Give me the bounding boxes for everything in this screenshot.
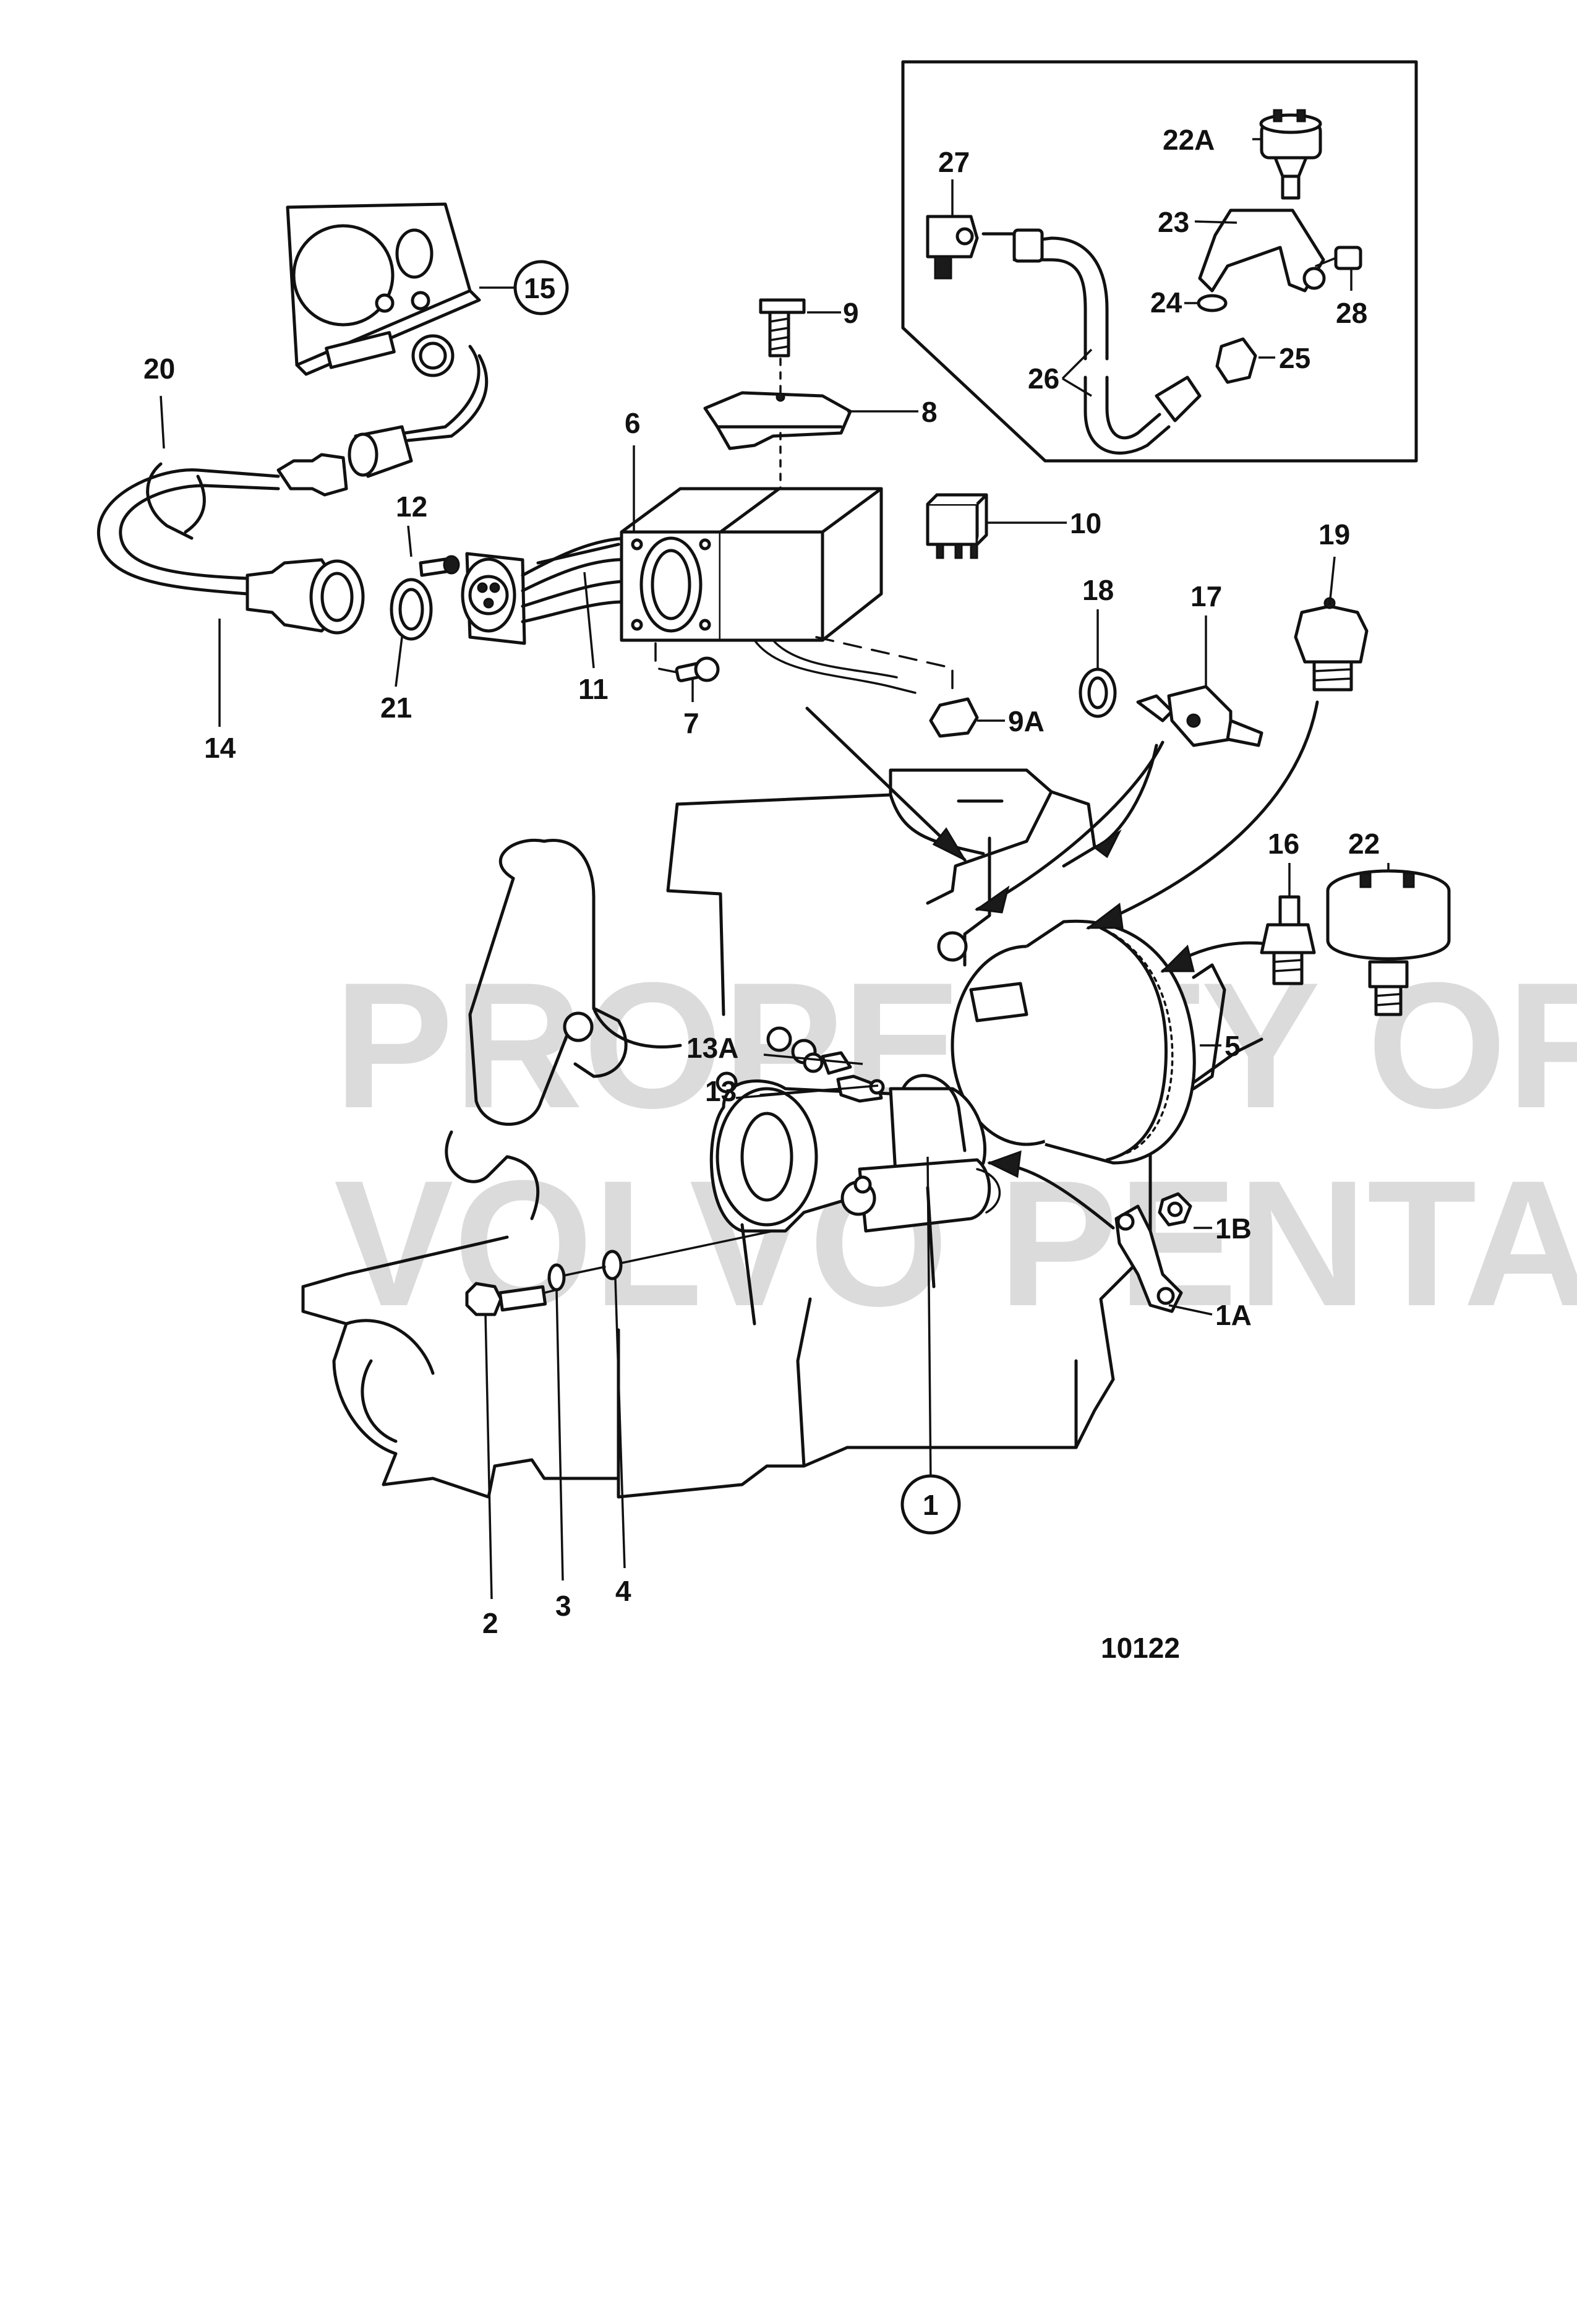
leader-lines bbox=[160, 138, 1390, 1600]
label-22: 22 bbox=[1348, 828, 1380, 860]
label-1a: 1A bbox=[1215, 1299, 1252, 1331]
label-14: 14 bbox=[204, 732, 236, 764]
screw-9 bbox=[759, 298, 806, 490]
label-6: 6 bbox=[625, 407, 641, 439]
part-labels: 20 15 9 8 6 12 10 19 18 17 14 21 11 7 9A… bbox=[143, 124, 1380, 1639]
label-9a: 9A bbox=[1008, 705, 1045, 737]
cable-1a-1b bbox=[1114, 1192, 1192, 1313]
callout-circle-1 bbox=[900, 1474, 961, 1535]
washer-24 bbox=[1197, 294, 1228, 312]
adapter-27 bbox=[926, 215, 979, 280]
label-9: 9 bbox=[843, 297, 859, 329]
label-5: 5 bbox=[1224, 1030, 1241, 1062]
alternator-5 bbox=[937, 919, 1226, 1165]
label-13: 13 bbox=[705, 1075, 737, 1107]
label-1: 1 bbox=[923, 1489, 939, 1521]
label-11: 11 bbox=[578, 673, 609, 705]
label-8: 8 bbox=[921, 396, 938, 428]
label-15: 15 bbox=[524, 272, 555, 304]
sender-19 bbox=[1294, 597, 1369, 692]
bolt-2 bbox=[465, 1282, 547, 1316]
label-10: 10 bbox=[1070, 507, 1101, 539]
label-23: 23 bbox=[1158, 206, 1189, 238]
inset-oil-pressure-assembly bbox=[901, 60, 1418, 463]
label-2: 2 bbox=[482, 1607, 498, 1639]
temperature-sender-17 bbox=[1136, 685, 1263, 747]
label-13a: 13A bbox=[686, 1032, 738, 1064]
arrows bbox=[805, 700, 1319, 1230]
relay-10 bbox=[926, 493, 988, 559]
label-7: 7 bbox=[683, 707, 699, 739]
label-16: 16 bbox=[1268, 828, 1299, 860]
label-12: 12 bbox=[396, 491, 427, 523]
label-1b: 1B bbox=[1215, 1212, 1252, 1245]
engine-block bbox=[301, 768, 1263, 1499]
label-24: 24 bbox=[1150, 286, 1182, 319]
cable-harness bbox=[96, 345, 657, 645]
cover-8 bbox=[703, 391, 852, 450]
oil-pressure-sender-22a bbox=[1259, 109, 1322, 200]
label-28: 28 bbox=[1336, 297, 1367, 329]
figure-number: 10122 bbox=[1101, 1632, 1180, 1664]
seal-ring-18 bbox=[1079, 667, 1117, 718]
sender-16 bbox=[1260, 895, 1316, 985]
washer-4 bbox=[602, 1250, 623, 1280]
label-17: 17 bbox=[1190, 580, 1222, 612]
label-3: 3 bbox=[555, 1590, 571, 1622]
oil-pressure-sender-22 bbox=[1326, 869, 1451, 1016]
label-25: 25 bbox=[1279, 342, 1310, 374]
label-21: 21 bbox=[380, 692, 412, 724]
relay-box-6 bbox=[620, 487, 979, 738]
label-26: 26 bbox=[1028, 362, 1059, 395]
label-19: 19 bbox=[1318, 518, 1350, 551]
label-27: 27 bbox=[938, 146, 970, 178]
washer-3 bbox=[547, 1263, 566, 1292]
label-20: 20 bbox=[143, 353, 175, 385]
label-22a: 22A bbox=[1163, 124, 1215, 156]
callout-circle-15 bbox=[513, 260, 569, 315]
label-18: 18 bbox=[1082, 574, 1114, 606]
nut-25 bbox=[1215, 337, 1257, 384]
label-4: 4 bbox=[615, 1575, 631, 1607]
bolt-28 bbox=[1315, 246, 1362, 270]
starter-motor-1 bbox=[709, 1071, 1001, 1233]
instrument-panel-15 bbox=[286, 202, 481, 377]
